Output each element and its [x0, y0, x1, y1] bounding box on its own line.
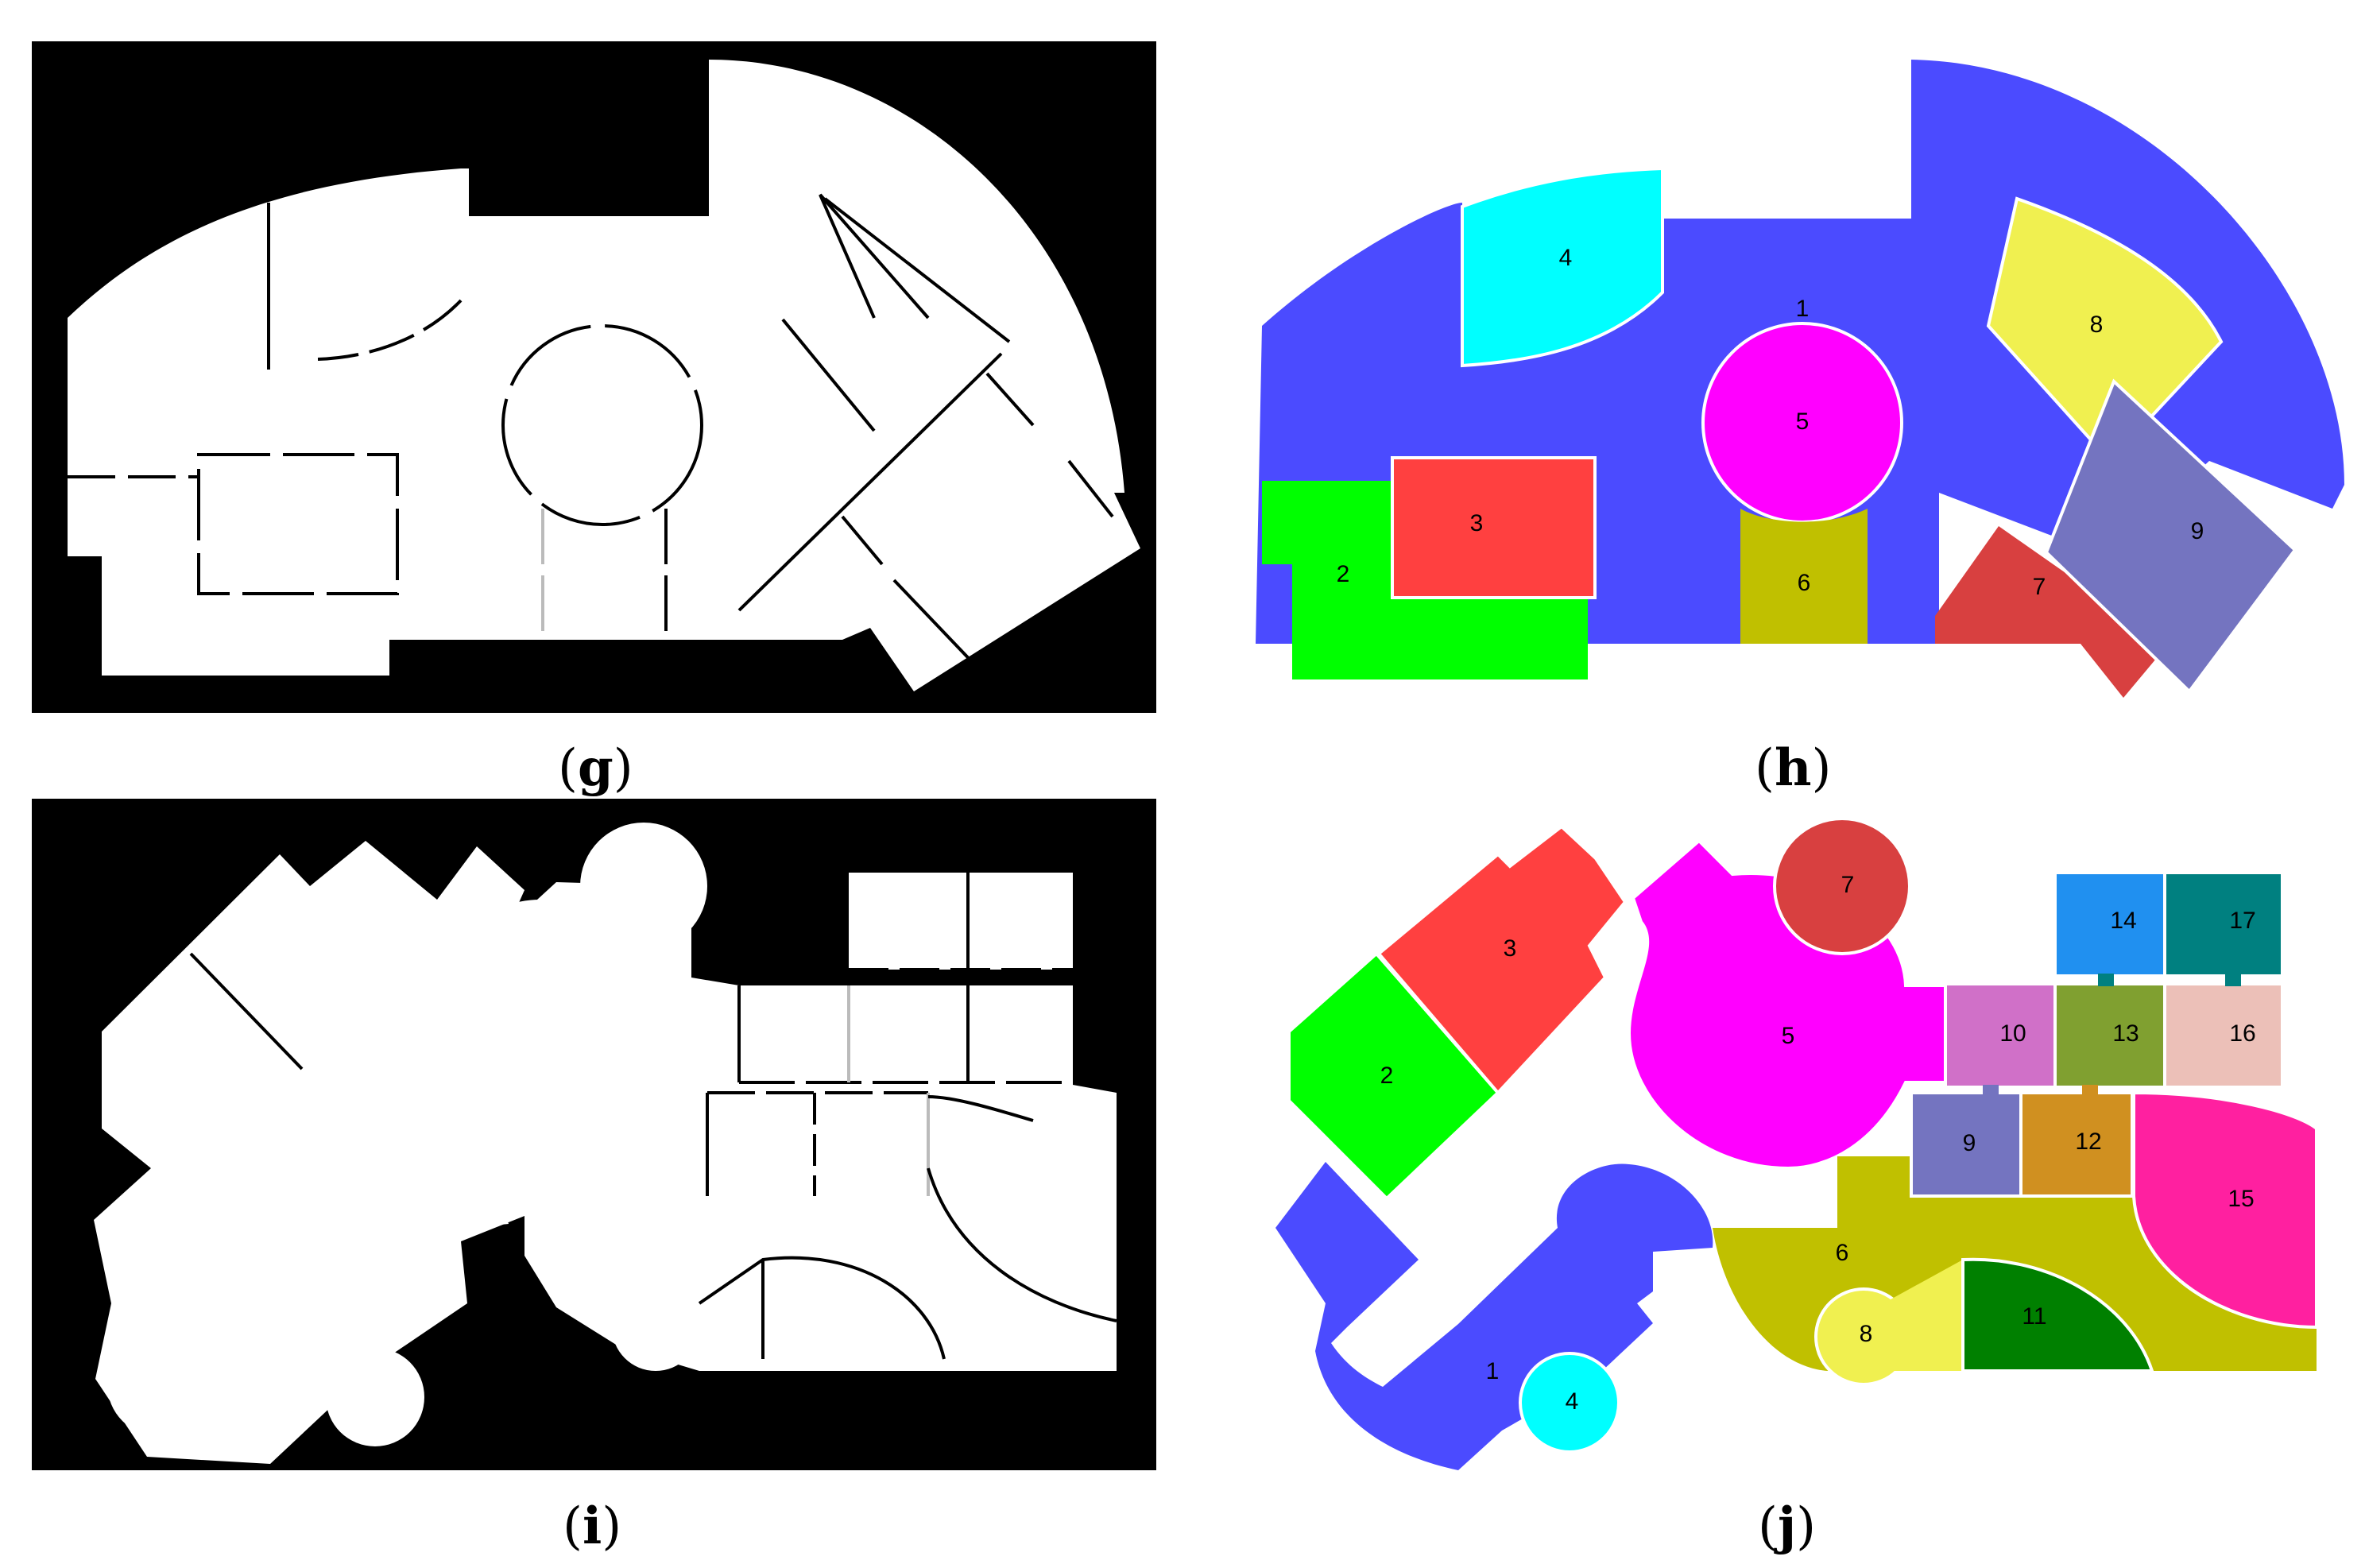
panel-g: (g): [32, 41, 1156, 798]
room-j-4: [1519, 1352, 1620, 1454]
room-j-12-label: 12: [2075, 1129, 2101, 1155]
panel-h: 1 2 3 4 5 6 7 8 9 (h): [1256, 60, 2344, 798]
room-j-14: [2053, 871, 2166, 978]
panel-g-walls: [68, 193, 1114, 669]
room-j-16: [2163, 982, 2284, 1089]
room-j-9-label: 9: [1963, 1130, 1976, 1156]
room-j-7-label: 7: [1841, 872, 1855, 898]
room-j-16-label: 16: [2229, 1020, 2255, 1047]
room-h-1-label: 1: [1796, 296, 1810, 322]
panel-i: (i): [32, 799, 1156, 1556]
room-h-5-label: 5: [1796, 408, 1810, 435]
room-j-4-label: 4: [1566, 1388, 1579, 1415]
panel-j: 1 2 3 4 5 6 7 8 9 10 11 12 13 14 15 16 1…: [1275, 817, 2318, 1556]
room-h-2-label: 2: [1337, 561, 1350, 587]
room-j-5-label: 5: [1782, 1023, 1795, 1049]
room-j-10: [1944, 982, 2057, 1089]
room-j-17-label: 17: [2229, 908, 2255, 934]
room-h-2: [1262, 481, 1588, 679]
room-j-13-label: 13: [2112, 1020, 2139, 1047]
room-h-6-label: 6: [1798, 570, 1811, 596]
room-h-3: [1391, 456, 1597, 599]
room-j-17: [2163, 871, 2284, 978]
room-j-14-label: 14: [2110, 908, 2136, 934]
room-j-15-label: 15: [2228, 1186, 2254, 1212]
panel-i-walls: [189, 873, 1117, 1360]
room-j-1: [1275, 1162, 1713, 1470]
room-h-4-label: 4: [1559, 245, 1573, 271]
panel-i-free-space: [94, 823, 1117, 1464]
panel-j-caption: (j): [1758, 1496, 1816, 1556]
panel-h-room-labels: 1 2 3 4 5 6 7 8 9: [1337, 245, 2204, 600]
room-j-8-wedge: [1883, 1260, 1963, 1371]
room-h-9-label: 9: [2191, 518, 2204, 544]
panel-h-caption: (h): [1755, 738, 1831, 798]
panel-i-caption: (i): [563, 1496, 621, 1556]
room-h-8-label: 8: [2090, 312, 2104, 338]
room-j-13: [2053, 982, 2166, 1089]
room-j-7: [1773, 817, 1911, 955]
panel-j-room-labels: 1 2 3 4 5 6 7 8 9 10 11 12 13 14 15 16 1…: [1380, 872, 2256, 1415]
room-h-7: [1935, 526, 2160, 698]
room-h-8: [1986, 196, 2224, 463]
room-j-11: [1961, 1257, 2154, 1372]
room-h-9: [2044, 378, 2297, 695]
room-j-1-label: 1: [1486, 1358, 1500, 1384]
panel-g-free-space: [68, 60, 1140, 691]
room-h-4: [1461, 166, 1664, 368]
room-h-3-label: 3: [1470, 510, 1484, 536]
room-j-2-label: 2: [1380, 1063, 1394, 1089]
room-h-7-label: 7: [2033, 574, 2046, 600]
room-j-3: [1376, 824, 1628, 1096]
room-j-9: [1910, 1091, 2022, 1198]
room-j-8-label: 8: [1860, 1321, 1873, 1347]
room-j-15: [2132, 1090, 2318, 1330]
panel-j-connectors: [1983, 974, 2241, 1096]
room-j-10-label: 10: [1999, 1020, 2026, 1047]
room-j-3-label: 3: [1504, 935, 1517, 962]
room-j-6-label: 6: [1836, 1240, 1849, 1266]
room-j-2: [1287, 951, 1500, 1201]
room-h-6: [1740, 509, 1868, 644]
room-j-11-label: 11: [2022, 1303, 2046, 1330]
panel-g-caption: (g): [558, 738, 633, 798]
